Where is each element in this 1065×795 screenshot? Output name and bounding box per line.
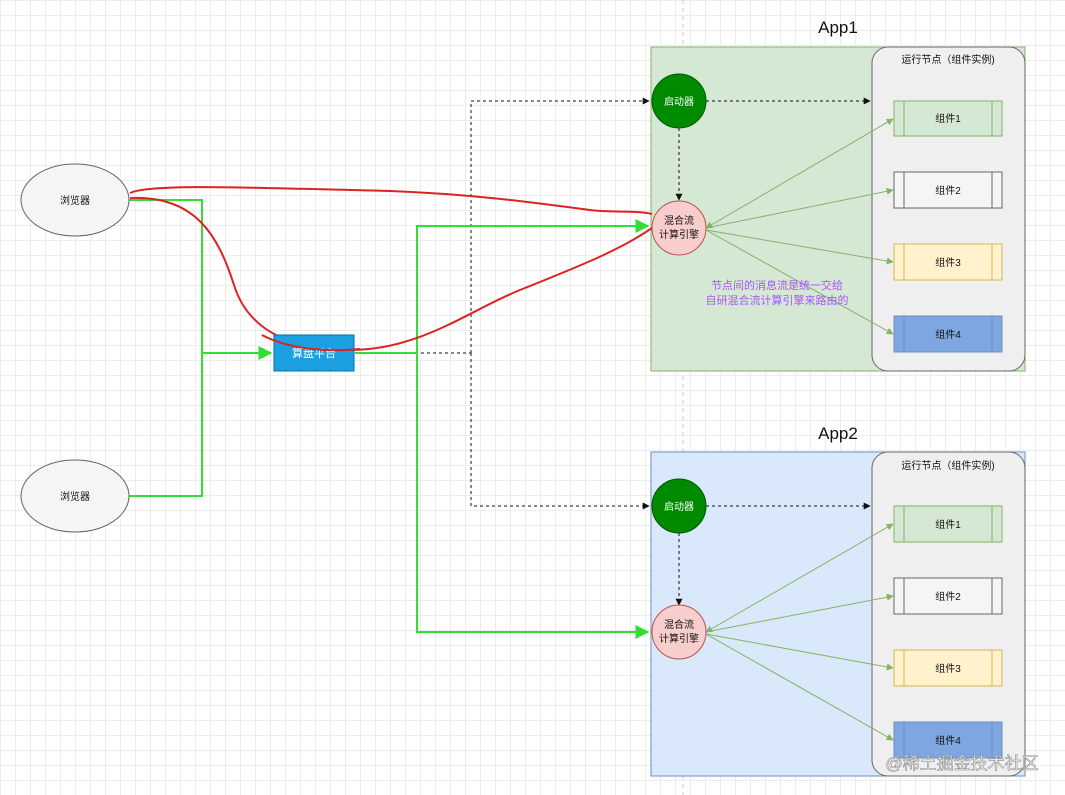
browser-1-label: 浏览器 xyxy=(60,194,90,207)
app2-component-2-label: 组件2 xyxy=(935,590,961,603)
app1-run-nodes-title: 运行节点（组件实例) xyxy=(901,53,994,66)
app2-component-1-label: 组件1 xyxy=(935,518,961,531)
app1-title: App1 xyxy=(818,18,858,37)
platform-to-starters-connectors xyxy=(355,97,650,510)
app2-engine-component-arrows xyxy=(705,523,894,741)
app1-component-1-label: 组件1 xyxy=(935,112,961,125)
app2-starter-label: 启动器 xyxy=(664,500,694,513)
app1-component-3-label: 组件3 xyxy=(935,256,961,269)
app1-starter-label: 启动器 xyxy=(664,95,694,108)
app1-engine-component-arrows xyxy=(705,118,894,335)
app2-component-1[interactable]: 组件1 xyxy=(893,505,1003,543)
browser-to-platform-connectors xyxy=(129,199,273,497)
app1-component-1[interactable]: 组件1 xyxy=(893,100,1003,137)
watermark-text: @稀土掘金技术社区 xyxy=(885,754,1038,773)
app1-component-4-label: 组件4 xyxy=(935,328,961,341)
red-platform-route-curve xyxy=(129,196,653,352)
app1-note-line-1: 节点间的消息流是统一交给 xyxy=(711,278,843,292)
platform-label: 算盘平台 xyxy=(292,346,336,360)
platform-to-engines-connectors xyxy=(355,219,650,639)
app2-component-3-label: 组件3 xyxy=(935,662,961,675)
app1-component-2[interactable]: 组件2 xyxy=(893,171,1003,209)
app2-run-nodes-title: 运行节点（组件实例) xyxy=(901,459,994,472)
app1-engine-node[interactable]: 混合流 计算引擎 xyxy=(651,200,707,256)
app2-component-4-label: 组件4 xyxy=(935,734,961,747)
app2-component-4[interactable]: 组件4 xyxy=(893,721,1003,759)
browser-node-1[interactable]: 浏览器 xyxy=(20,163,130,237)
app2-group: App2 运行节点（组件实例) 组件1 组件2 组件3 组件4 xyxy=(650,424,1026,777)
app2-starter-node[interactable]: 启动器 xyxy=(651,478,707,534)
app2-engine-node[interactable]: 混合流 计算引擎 xyxy=(651,604,707,660)
app1-component-3[interactable]: 组件3 xyxy=(893,243,1003,281)
app1-engine-label-1: 混合流 xyxy=(664,214,694,227)
app1-component-2-label: 组件2 xyxy=(935,184,961,197)
app2-engine-label-1: 混合流 xyxy=(664,618,694,631)
app1-engine-label-2: 计算引擎 xyxy=(659,228,699,241)
app1-note-line-2: 自研混合流计算引擎来路由的 xyxy=(706,293,849,307)
browser-node-2[interactable]: 浏览器 xyxy=(20,459,130,533)
app2-title: App2 xyxy=(818,424,858,443)
app2-component-3[interactable]: 组件3 xyxy=(893,649,1003,687)
platform-node[interactable]: 算盘平台 xyxy=(273,334,355,372)
app1-starter-node[interactable]: 启动器 xyxy=(651,73,707,129)
app1-group: App1 运行节点（组件实例) 组件1 组件2 组件3 组件4 xyxy=(650,18,1026,372)
app2-component-2[interactable]: 组件2 xyxy=(893,577,1003,615)
app1-component-4[interactable]: 组件4 xyxy=(893,315,1003,353)
app2-engine-label-2: 计算引擎 xyxy=(659,632,699,645)
red-direct-route-curve xyxy=(129,186,653,215)
browser-2-label: 浏览器 xyxy=(60,490,90,503)
red-curve-overlay xyxy=(261,334,361,352)
